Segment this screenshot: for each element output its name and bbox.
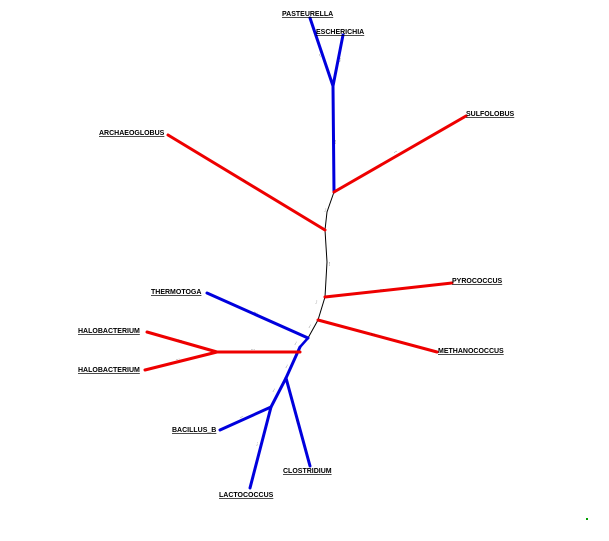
branch-annotation: ... [178,336,183,342]
branch-annotation: ... [336,58,342,63]
branch-annotation: ... [269,387,275,393]
branch-annotation: ... [238,413,244,419]
branch-annotation: ... [282,363,288,369]
label-pyrococcus: PYROCOCCUS [452,278,503,285]
branch-annotation: ... [328,262,333,266]
branch-escherichia [331,33,345,88]
label-escherichia: ESCHERICHIA [316,29,364,36]
branch-firmicutes-inner [269,376,288,409]
label-halobacterium-1: HALOBACTERIUM [78,328,140,335]
branch-clostridium [284,376,312,468]
branch-thermotoga [205,291,310,340]
branch-internal-top [324,191,335,231]
branch-pyrococcus [323,281,454,299]
branch-methanococcus [316,318,439,354]
branch-annotation: ... [380,286,384,291]
branch-annotation: ... [251,346,255,351]
branch-annotation: ... [334,140,339,144]
branch-annotation: ... [175,355,180,361]
bacteria-branches [205,16,345,490]
branch-annotation: ... [254,308,260,314]
branch-annotation: ... [253,441,259,446]
label-archaeoglobus: ARCHAEOGLOBUS [99,130,165,137]
label-clostridium: CLOSTRIDIUM [283,468,332,475]
label-lactococcus: LACTOCOCCUS [219,492,274,499]
branch-annotation: ... [312,299,318,304]
branch-halobacterium-2 [143,350,219,372]
branch-lactococcus [248,405,273,490]
taxon-labels: PASTEURELLA ESCHERICHIA SULFOLOBUS ARCHA… [78,11,515,499]
label-methanococcus: METHANOCOCCUS [438,348,504,355]
branch-halobacterium-1 [145,330,219,354]
branch-annotation: ... [306,323,312,329]
label-sulfolobus: SULFOLOBUS [466,111,515,118]
branch-annotation: ... [371,330,376,336]
branch-junction [299,337,309,348]
label-bacillus: BACILLUS_B [172,427,216,434]
branch-archaeoglobus [166,133,327,232]
branch-annotation: ... [318,53,324,58]
branch-annotation: ... [321,207,327,212]
label-thermotoga: THERMOTOGA [151,289,201,296]
branch-pasteurella [308,16,335,88]
label-halobacterium-2: HALOBACTERIUM [78,367,140,374]
branch-proteobacteria-stem [331,84,336,194]
branch-sulfolobus [332,114,468,194]
branch-annotation: ... [242,177,248,183]
archaea-branches [143,114,468,372]
label-pasteurella: PASTEURELLA [282,11,333,18]
branch-annotations: ... ... ... ... ... ... ... ... ... ... … [175,53,398,447]
branch-internal-middle [324,229,328,298]
branch-annotation: ... [392,148,398,154]
branch-annotation: ... [291,340,297,346]
branch-bacillus [218,405,273,432]
corner-dot [586,518,588,520]
branch-annotation: ... [295,419,301,424]
